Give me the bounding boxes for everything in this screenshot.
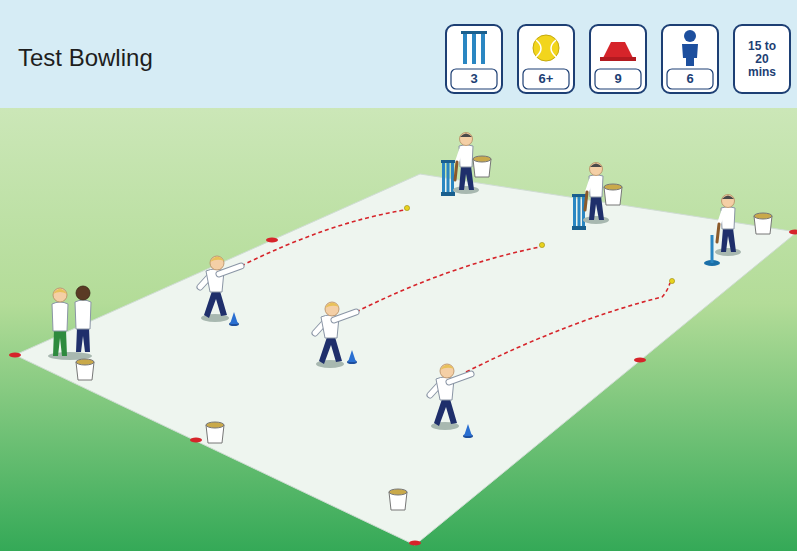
- ball-buckets: [206, 422, 407, 510]
- badge-value: 3: [470, 70, 477, 92]
- stumps-icon: [461, 31, 487, 64]
- equipment-badge: 3: [445, 24, 503, 94]
- player-icon: [682, 30, 698, 66]
- playing-area: [15, 174, 797, 545]
- badge-value: 9: [614, 70, 621, 92]
- waiting-players: [48, 286, 94, 380]
- ball-icon: [533, 35, 559, 61]
- equipment-badge: 9: [589, 24, 647, 94]
- cone-icon: [600, 42, 636, 61]
- equipment-badge: 6+: [517, 24, 575, 94]
- equipment-badge: 15 to 20 mins: [733, 24, 791, 94]
- batters: [441, 133, 772, 267]
- header-band: [0, 0, 797, 108]
- number-frames: [451, 69, 713, 89]
- boundary-cones: [9, 230, 797, 546]
- bowlers: [200, 256, 473, 438]
- balls: [404, 205, 674, 283]
- badge-value: 6: [686, 70, 693, 92]
- badge-value: 6+: [539, 70, 554, 92]
- equipment-badge: 6: [661, 24, 719, 94]
- badge-value: 15 to 20 mins: [735, 40, 789, 79]
- drill-title: Test Bowling: [18, 44, 153, 72]
- ball-paths: [241, 210, 670, 372]
